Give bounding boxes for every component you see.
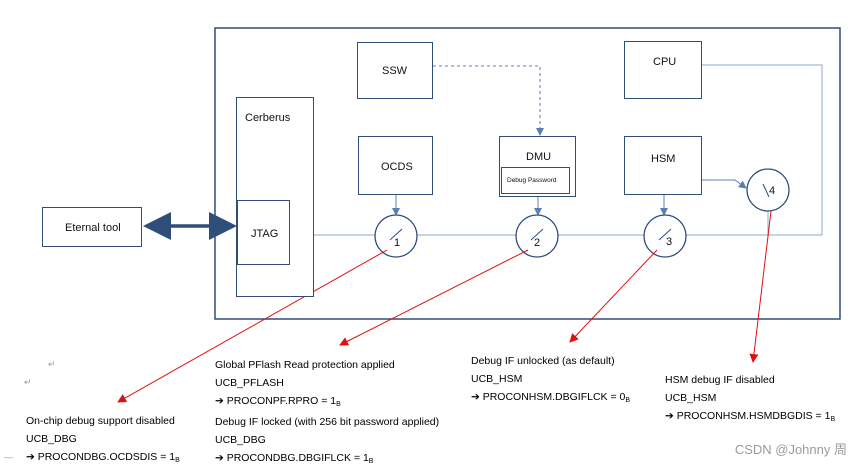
paragraph-mark: ↵ xyxy=(24,377,32,387)
note-1-line3: PROCONDBG.OCDSDIS = 1 xyxy=(37,451,176,463)
cpu-line xyxy=(702,64,823,235)
note-2-sub2: B xyxy=(368,458,374,465)
note-4: HSM debug IF disabled UCB_HSM ➔ PROCONHS… xyxy=(665,374,835,426)
red-arrow-2 xyxy=(339,249,529,346)
dmu-block: DMU Debug Password xyxy=(499,136,576,197)
switch-2-label: 2 xyxy=(534,237,541,249)
note-3-line1: Debug IF unlocked (as default) xyxy=(471,355,615,367)
red-arrow-3 xyxy=(569,249,658,343)
switch-4 xyxy=(746,168,790,212)
jtag-block: JTAG xyxy=(237,200,290,265)
switch-1 xyxy=(374,214,418,258)
switch-1-label: 1 xyxy=(394,237,401,249)
hsm-line xyxy=(702,179,747,189)
hsm-block: HSM xyxy=(624,136,702,195)
switch-4-label: 4 xyxy=(769,185,776,197)
debug-password-block: Debug Password xyxy=(501,167,570,194)
note-3-line2: UCB_HSM xyxy=(471,373,523,385)
note-2-line1: Global PFlash Read protection applied xyxy=(215,359,395,371)
note-4-line1: HSM debug IF disabled xyxy=(665,374,775,386)
arrow-right-icon: ➔ xyxy=(26,451,38,463)
arrow-right-icon: ➔ xyxy=(665,410,677,422)
red-arrow-1 xyxy=(117,249,388,403)
note-1-line1: On-chip debug support disabled xyxy=(26,415,175,427)
cerberus-block: Cerberus xyxy=(236,97,314,297)
note-2-line6: PROCONDBG.DBGIFLCK = 1 xyxy=(226,452,369,464)
paragraph-mark: ↵ xyxy=(48,359,56,369)
switch-3-label: 3 xyxy=(666,236,673,248)
note-2-line3: PROCONPF.RPRO = 1 xyxy=(226,395,337,407)
note-2: Global PFlash Read protection applied UC… xyxy=(215,359,439,468)
note-2-sub: B xyxy=(336,401,341,408)
cpu-block: CPU xyxy=(624,41,702,99)
ssw-block: SSW xyxy=(357,42,433,99)
arrow-right-icon: ➔ xyxy=(215,452,227,464)
watermark: CSDN @Johnny 周 xyxy=(734,442,847,457)
note-1-line2: UCB_DBG xyxy=(26,433,77,445)
red-arrow-4 xyxy=(749,210,772,363)
switch-3 xyxy=(643,214,687,258)
note-3-line3: PROCONHSM.DBGIFLCK = 0 xyxy=(482,391,626,403)
note-4-line2: UCB_HSM xyxy=(665,392,717,404)
ssw-dmu-dashed xyxy=(433,65,544,136)
external-tool-block: Eternal tool xyxy=(42,207,142,247)
arrow-right-icon: ➔ xyxy=(215,395,227,407)
dash-mark: — xyxy=(4,452,13,462)
arrow-right-icon: ➔ xyxy=(471,391,483,403)
note-2-line2: UCB_PFLASH xyxy=(215,377,284,389)
note-4-line3: PROCONHSM.HSMDBGDIS = 1 xyxy=(676,410,831,422)
note-1-sub: B xyxy=(175,457,180,464)
switch-2 xyxy=(515,214,559,258)
note-2-line4: Debug IF locked (with 256 bit password a… xyxy=(215,416,440,428)
note-4-sub: B xyxy=(830,416,836,423)
note-3-sub: B xyxy=(625,397,631,404)
note-1: On-chip debug support disabled UCB_DBG ➔… xyxy=(26,415,180,467)
ocds-block: OCDS xyxy=(358,136,433,195)
note-2-line5: UCB_DBG xyxy=(215,434,266,446)
note-3: Debug IF unlocked (as default) UCB_HSM ➔… xyxy=(471,355,630,407)
chip-boundary xyxy=(214,27,841,320)
